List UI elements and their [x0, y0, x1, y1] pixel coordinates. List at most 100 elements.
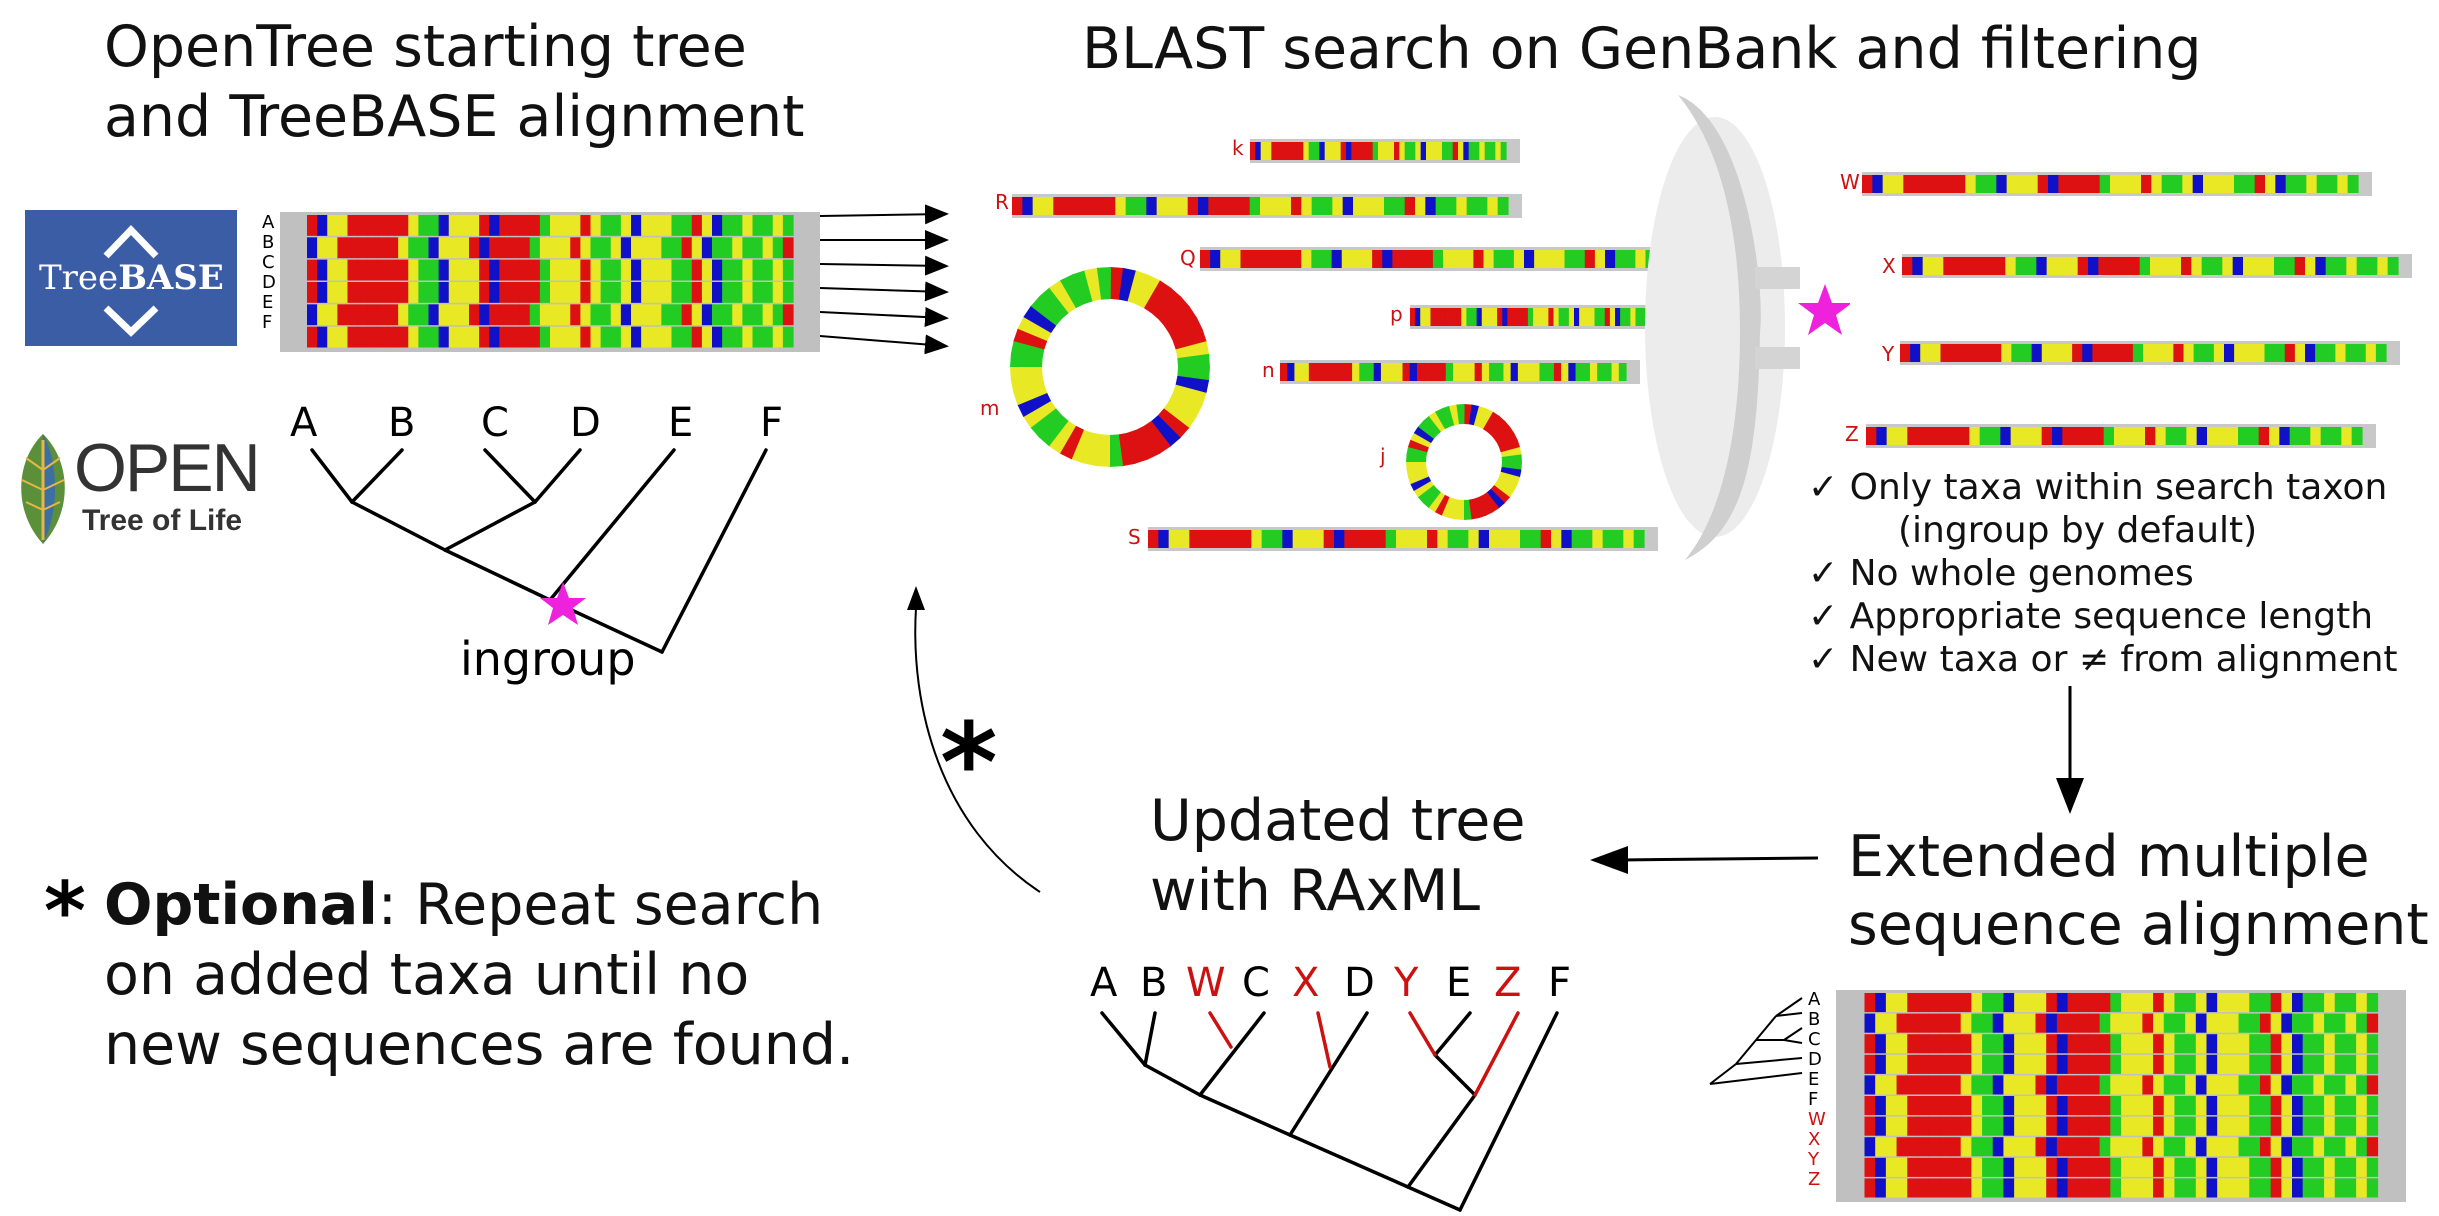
nucleotide-cell — [1917, 1096, 1930, 1116]
nucleotide-cell — [671, 237, 683, 259]
nucleotide-cell — [2334, 1137, 2347, 1157]
nucleotide-cell — [1230, 250, 1242, 268]
nucleotide-cell — [1167, 197, 1178, 215]
nucleotide-cell — [1039, 287, 1070, 319]
nucleotide-cell — [2067, 1178, 2079, 1198]
nucleotide-cell — [2347, 175, 2359, 193]
nucleotide-cell — [722, 237, 733, 259]
nucleotide-cell — [2279, 427, 2291, 445]
nucleotide-cell — [2056, 1054, 2069, 1074]
nucleotide-cell — [539, 304, 551, 326]
nucleotide-cell — [2153, 1137, 2165, 1157]
nucleotide-cell — [1340, 142, 1347, 160]
nucleotide-cell — [1478, 530, 1490, 548]
nucleotide-cell — [2046, 1137, 2058, 1157]
top-alignment — [280, 212, 820, 352]
ingroup-label: ingroup — [460, 632, 636, 686]
nucleotide-cell — [529, 259, 541, 281]
nucleotide-cell — [1564, 250, 1576, 268]
criterion-2: ✓ No whole genomes — [1808, 553, 2194, 594]
nucleotide-cell — [1281, 250, 1292, 268]
blast-sequence-n — [1280, 360, 1640, 384]
nucleotide-cell — [1406, 466, 1428, 477]
nucleotide-cell — [732, 326, 743, 348]
nucleotide-cell — [1907, 1054, 1919, 1074]
nucleotide-cell — [1992, 1178, 2005, 1198]
nucleotide-cell — [2122, 344, 2134, 362]
nucleotide-cell — [1875, 1013, 1887, 1033]
nucleotide-cell — [2300, 427, 2311, 445]
nucleotide-cell — [1298, 142, 1304, 160]
nucleotide-cell — [590, 215, 602, 236]
nucleotide-cell — [327, 215, 338, 236]
nucleotide-cell — [2206, 1054, 2218, 1074]
nucleotide-cell — [1499, 439, 1521, 453]
nucleotide-cell — [377, 215, 389, 236]
seq-label-W: W — [1840, 170, 1860, 194]
nucleotide-cell — [2324, 1034, 2336, 1054]
nucleotide-cell — [560, 215, 571, 236]
nucleotide-cell — [590, 304, 602, 326]
nucleotide-cell — [408, 282, 419, 303]
nucleotide-cell — [2325, 344, 2336, 362]
nucleotide-cell — [489, 215, 500, 236]
nucleotide-cell — [1291, 250, 1302, 268]
nucleotide-cell — [2153, 1075, 2165, 1095]
nucleotide-cell — [2313, 1157, 2325, 1177]
nucleotide-cell — [2258, 427, 2270, 445]
nucleotide-cell — [2227, 1157, 2240, 1177]
nucleotide-cell — [2099, 1178, 2111, 1198]
nucleotide-cell — [1982, 1034, 1994, 1054]
nucleotide-cell — [691, 215, 703, 236]
nucleotide-cell — [367, 326, 379, 348]
nucleotide-cell — [590, 259, 602, 281]
nucleotide-cell — [600, 237, 612, 259]
nucleotide-cell — [2131, 1075, 2143, 1095]
nucleotide-cell — [1864, 1054, 1876, 1074]
nucleotide-cell — [2302, 1034, 2314, 1054]
nucleotide-cell — [2130, 175, 2142, 193]
nucleotide-cell — [1276, 142, 1283, 160]
nucleotide-cell — [1363, 197, 1375, 215]
nucleotide-cell — [1474, 142, 1480, 160]
filter-star-icon — [1798, 284, 1850, 335]
nucleotide-cell — [580, 259, 592, 281]
optional-asterisk-icon: * — [44, 865, 86, 958]
nucleotide-cell — [1189, 530, 1201, 548]
nucleotide-cell — [671, 304, 683, 326]
nucleotide-cell — [1517, 308, 1524, 326]
nucleotide-cell — [2067, 1054, 2079, 1074]
nucleotide-cell — [1589, 308, 1596, 326]
nucleotide-cell — [2222, 257, 2234, 275]
nucleotide-cell — [1463, 499, 1472, 520]
nucleotide-cell — [712, 326, 723, 348]
nucleotide-cell — [2227, 1096, 2240, 1116]
nucleotide-cell — [2015, 257, 2027, 275]
nucleotide-cell — [1971, 1013, 1983, 1033]
nucleotide-cell — [1023, 305, 1057, 333]
nucleotide-cell — [2036, 257, 2048, 275]
nucleotide-cell — [1458, 530, 1469, 548]
nucleotide-cell — [1960, 993, 1972, 1013]
nucleotide-cell — [2302, 1075, 2314, 1095]
nucleotide-cell — [1467, 363, 1476, 381]
nucleotide-cell — [1992, 1157, 2005, 1177]
nucleotide-cell — [2121, 1157, 2133, 1177]
nucleotide-cell — [2270, 1157, 2282, 1177]
nucleotide-cell — [1294, 363, 1303, 381]
nucleotide-cell — [2088, 1178, 2101, 1198]
nucleotide-cell — [2048, 175, 2059, 193]
nucleotide-cell — [2334, 1013, 2347, 1033]
row-label: Z — [1808, 1169, 1821, 1190]
nucleotide-cell — [1635, 250, 1647, 268]
nucleotide-cell — [1897, 427, 1908, 445]
nucleotide-cell — [2310, 427, 2322, 445]
nucleotide-cell — [1939, 1013, 1951, 1033]
nucleotide-cell — [1425, 308, 1432, 326]
nucleotide-cell — [732, 304, 743, 326]
nucleotide-cell — [1950, 1116, 1962, 1136]
nucleotide-cell — [357, 282, 369, 303]
nucleotide-cell — [722, 259, 733, 281]
seq-label-R: R — [995, 190, 1009, 214]
nucleotide-cell — [1083, 432, 1102, 467]
